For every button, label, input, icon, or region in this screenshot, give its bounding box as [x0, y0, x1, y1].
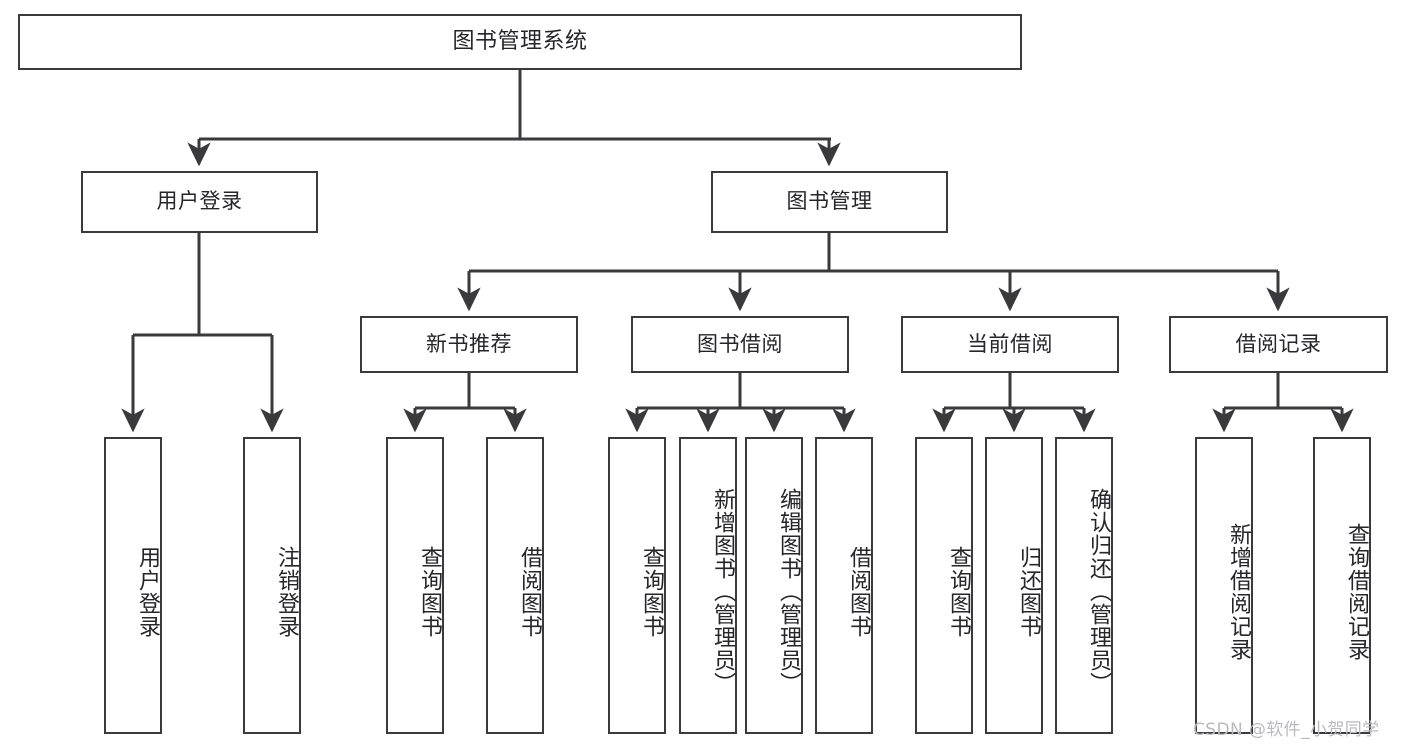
leaf-add-borrow-record[interactable]: 新增借阅记录 — [1195, 437, 1253, 734]
leaf-edit-book-label: 编辑图书（管理员） — [776, 488, 801, 695]
leaf-return-book[interactable]: 归还图书 — [985, 437, 1043, 734]
leaf-confirm-return[interactable]: 确认归还（管理员） — [1055, 437, 1113, 734]
leaf-query-book-borrow[interactable]: 查询图书 — [608, 437, 666, 734]
node-new-book-recommend-label: 新书推荐 — [426, 331, 512, 356]
leaf-borrow-book-recommend[interactable]: 借阅图书 — [486, 437, 544, 734]
leaf-query-borrow-record-label: 查询借阅记录 — [1344, 522, 1369, 661]
node-user-login[interactable]: 用户登录 — [81, 171, 318, 233]
node-new-book-recommend[interactable]: 新书推荐 — [360, 316, 578, 373]
node-book-management-label: 图书管理 — [786, 189, 873, 214]
leaf-confirm-return-label: 确认归还（管理员） — [1086, 488, 1111, 695]
leaf-query-book-current-label: 查询图书 — [946, 545, 971, 638]
node-current-borrow[interactable]: 当前借阅 — [901, 316, 1119, 373]
node-root[interactable]: 图书管理系统 — [18, 14, 1022, 70]
csdn-watermark: CSDN @软件_小贺同学 — [1193, 720, 1380, 740]
leaf-add-borrow-record-label: 新增借阅记录 — [1226, 522, 1251, 661]
node-book-borrow[interactable]: 图书借阅 — [631, 316, 849, 373]
leaf-user-login-label: 用户登录 — [135, 545, 160, 638]
leaf-borrow-book-recommend-label: 借阅图书 — [517, 545, 542, 638]
node-user-login-label: 用户登录 — [156, 189, 243, 214]
node-borrow-record[interactable]: 借阅记录 — [1169, 316, 1388, 373]
leaf-query-book-recommend-label: 查询图书 — [417, 545, 442, 638]
node-book-management[interactable]: 图书管理 — [711, 171, 948, 233]
leaf-add-book-label: 新增图书（管理员） — [710, 488, 735, 695]
leaf-borrow-book[interactable]: 借阅图书 — [815, 437, 873, 734]
leaf-edit-book[interactable]: 编辑图书（管理员） — [745, 437, 803, 734]
leaf-query-book-recommend[interactable]: 查询图书 — [386, 437, 444, 734]
leaf-logout[interactable]: 注销登录 — [243, 437, 301, 734]
leaf-user-login[interactable]: 用户登录 — [104, 437, 162, 734]
node-book-borrow-label: 图书借阅 — [697, 331, 783, 356]
leaf-query-book-borrow-label: 查询图书 — [639, 545, 664, 638]
node-current-borrow-label: 当前借阅 — [967, 331, 1053, 356]
leaf-query-book-current[interactable]: 查询图书 — [915, 437, 973, 734]
leaf-query-borrow-record[interactable]: 查询借阅记录 — [1313, 437, 1371, 734]
leaf-add-book[interactable]: 新增图书（管理员） — [679, 437, 737, 734]
node-root-label: 图书管理系统 — [452, 28, 588, 54]
leaf-logout-label: 注销登录 — [274, 545, 299, 638]
leaf-borrow-book-label: 借阅图书 — [846, 545, 871, 638]
leaf-return-book-label: 归还图书 — [1016, 545, 1041, 638]
node-borrow-record-label: 借阅记录 — [1235, 331, 1322, 356]
